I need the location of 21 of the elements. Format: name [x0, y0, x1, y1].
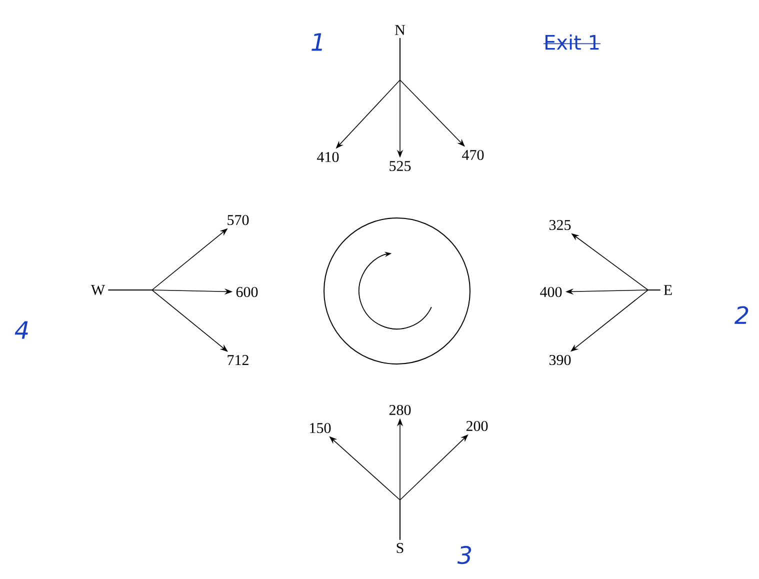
compass-label: 400 [540, 286, 562, 298]
roundabout-circle [324, 218, 470, 364]
compass-label: 150 [310, 422, 331, 434]
compass-label: 410 [317, 152, 339, 162]
compass-label: 325 [549, 220, 571, 230]
handwritten-number: 3 [457, 546, 472, 564]
compass-label: 280 [389, 404, 411, 416]
compass-label: 600 [236, 286, 258, 298]
compass-label: S [396, 542, 404, 554]
compass-label: 200 [466, 420, 488, 432]
handwritten-number: 2 [734, 306, 748, 324]
compass-label: 390 [549, 354, 571, 366]
compass-label: E [664, 285, 672, 295]
compass-label: 470 [462, 150, 484, 160]
compass-label: N [395, 25, 406, 35]
compass-label: 570 [228, 214, 249, 226]
compass-label: 525 [390, 160, 411, 172]
handwritten-number: 1 [312, 33, 322, 51]
compass-label: W [90, 284, 106, 296]
compass-label: 712 [228, 355, 248, 365]
handwritten-number: 4 [14, 321, 28, 339]
